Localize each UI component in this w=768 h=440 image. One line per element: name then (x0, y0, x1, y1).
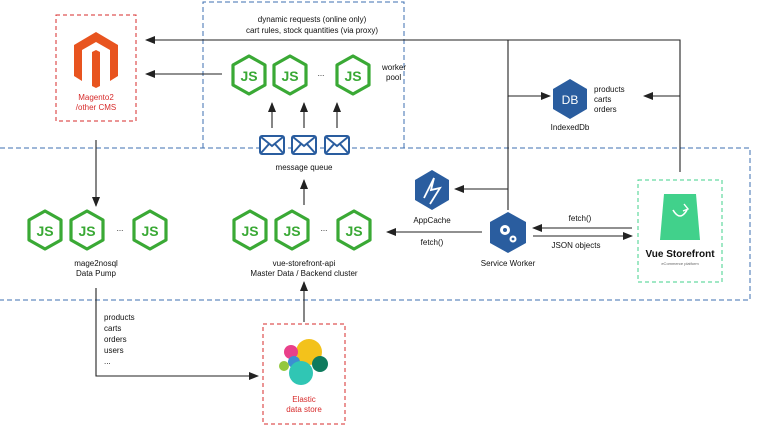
api-label-1: vue-storefront-api (273, 259, 336, 268)
service-worker-label: Service Worker (481, 259, 536, 268)
vue-storefront-subtitle: eCommerce platform (661, 261, 699, 266)
indexeddb-item: products (594, 85, 625, 94)
data-pump-node[interactable]: ... mage2nosql Data Pump (27, 209, 168, 278)
edge-label-json: JSON objects (552, 241, 601, 250)
node-js-icon (335, 54, 371, 96)
edge-dynamic-requests (145, 36, 681, 172)
message-queue[interactable]: message queue (259, 135, 350, 172)
magento-node[interactable]: Magento2 /other CMS (55, 14, 137, 122)
payload-item: users (104, 346, 124, 355)
edge-label-pump-payload: products carts orders users ... (104, 313, 135, 366)
node-js-icon (132, 209, 168, 251)
elastic-node[interactable]: Elastic data store (262, 323, 346, 425)
edge-label-fetch-api: fetch() (421, 238, 444, 247)
pump-label-1: mage2nosql (74, 259, 118, 268)
node-js-icon (69, 209, 105, 251)
indexeddb-item: carts (594, 95, 611, 104)
backend-boundary (0, 1, 751, 301)
api-label-2: Master Data / Backend cluster (250, 269, 357, 278)
node-js-icon (232, 209, 268, 251)
node-js-icon (272, 54, 308, 96)
worker-pool-label-1: worker (381, 63, 406, 72)
edge-label-fetch-top: fetch() (569, 214, 592, 223)
edge-label-dynamic-1: dynamic requests (online only) (258, 15, 367, 24)
edges (92, 36, 681, 380)
appcache-node[interactable]: AppCache (413, 170, 451, 225)
edge-pump-to-elastic (95, 288, 259, 380)
pump-label-2: Data Pump (76, 269, 117, 278)
elastic-label-2: data store (286, 405, 322, 414)
db-icon-text: DB (562, 93, 579, 107)
indexeddb-node[interactable]: DB IndexedDb products carts orders (551, 79, 625, 132)
elastic-logo-icon (279, 339, 328, 385)
payload-item: orders (104, 335, 127, 344)
edge-label-dynamic-2: cart rules, stock quantities (via proxy) (246, 26, 378, 35)
magento-label-1: Magento2 (78, 93, 114, 102)
envelope-icon (259, 135, 285, 155)
worker-pool-label-2: pool (386, 73, 401, 82)
magento-label-2: /other CMS (76, 103, 116, 112)
payload-item: products (104, 313, 135, 322)
vue-storefront-title: Vue Storefront (645, 249, 715, 260)
api-ellipsis: ... (321, 224, 328, 233)
appcache-bolt-icon (423, 177, 442, 205)
payload-item: ... (104, 357, 111, 366)
magento-logo-icon (74, 32, 118, 88)
node-js-icon (274, 209, 310, 251)
edge-sw-to-indexeddb (507, 40, 551, 100)
indexeddb-label: IndexedDb (551, 123, 590, 132)
envelope-icon (291, 135, 317, 155)
db-icon (553, 79, 587, 119)
shopping-bag-icon (660, 194, 700, 240)
worker-pool[interactable]: ... worker pool (231, 54, 406, 96)
message-queue-label: message queue (276, 163, 333, 172)
service-worker-node[interactable]: Service Worker (481, 212, 536, 268)
payload-item: carts (104, 324, 121, 333)
pump-ellipsis: ... (117, 224, 124, 233)
indexeddb-item: orders (594, 105, 617, 114)
node-js-icon (336, 209, 372, 251)
worker-ellipsis: ... (318, 69, 325, 78)
node-js-icon (27, 209, 63, 251)
elastic-label-1: Elastic (292, 395, 316, 404)
envelope-icon (324, 135, 350, 155)
node-js-icon (231, 54, 267, 96)
api-cluster-node[interactable]: ... vue-storefront-api Master Data / Bac… (232, 209, 372, 278)
appcache-label: AppCache (413, 216, 451, 225)
vue-storefront-node[interactable]: Vue Storefront eCommerce platform (637, 179, 723, 283)
gear-icon (500, 225, 517, 243)
